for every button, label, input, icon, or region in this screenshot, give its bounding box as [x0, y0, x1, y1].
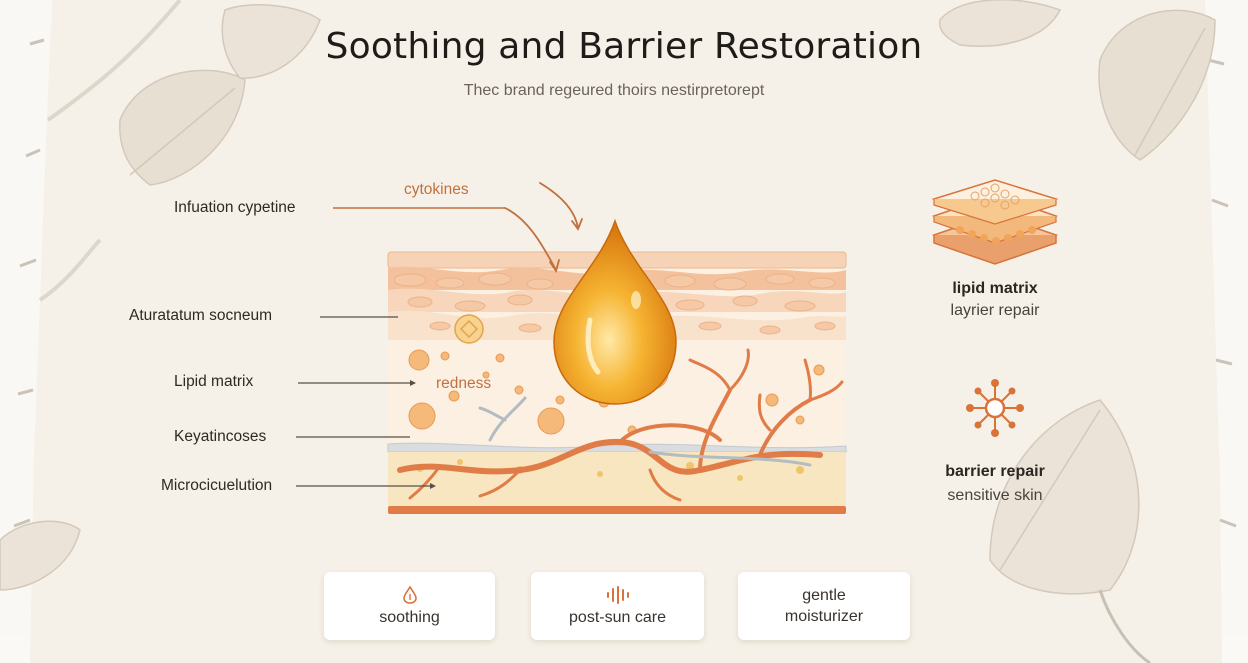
bottom-edge — [388, 506, 846, 514]
lipid-matrix-subtitle: layrier repair — [950, 302, 1040, 319]
leaf-top-right-2 — [938, 0, 1062, 47]
label-keyatincoses: Keyatincoses — [174, 428, 267, 445]
leaf-top-right — [1098, 9, 1216, 161]
card-soothing-label: soothing — [379, 609, 440, 626]
highlighted-cell — [454, 314, 484, 344]
corneocyte-cells — [393, 272, 836, 335]
leaf-top-left — [119, 69, 246, 186]
card-gentle-moisturizer: gentle moisturizer — [738, 572, 910, 640]
label-connectors — [296, 207, 505, 487]
label-redness: redness — [436, 375, 492, 392]
card-post-sun-care: post-sun care — [531, 572, 704, 640]
label-microcicuelution: Microcicuelution — [161, 477, 273, 494]
label-infuation-cypetine: Infuation cypetine — [174, 199, 296, 216]
leaf-top-left-2 — [221, 4, 321, 79]
birch-trunk-right — [1205, 0, 1248, 663]
barrier-repair-subtitle: sensitive skin — [947, 487, 1043, 504]
label-aturatatum-socneum: Aturatatum socneum — [129, 307, 273, 324]
leaf-bottom-left — [0, 520, 81, 591]
page-title: Soothing and Barrier Restoration — [325, 26, 923, 67]
birch-trunk-left — [0, 0, 182, 663]
basal-band — [387, 442, 847, 453]
card-soothing: soothing — [324, 572, 495, 640]
leaf-bottom-right — [989, 399, 1151, 663]
capillaries — [397, 348, 844, 502]
page-subtitle: Thec brand regeured thoirs nestirpretore… — [463, 82, 765, 99]
card-gentle-line1: gentle — [802, 587, 846, 604]
card-gentle-line2: moisturizer — [784, 608, 864, 625]
drop-outline-icon — [402, 585, 417, 605]
serum-drop — [553, 218, 677, 405]
label-lipid-matrix: Lipid matrix — [174, 373, 254, 390]
label-cytokines: cytokines — [404, 181, 469, 198]
nerve-fibers — [478, 396, 812, 467]
barrier-repair-title: barrier repair — [945, 463, 1045, 480]
lipid-matrix-title: lipid matrix — [952, 280, 1038, 297]
sound-wave-icon — [605, 585, 631, 605]
connector-arrowheads — [410, 380, 436, 489]
cytokine-arrows — [504, 182, 583, 274]
card-post-sun-care-label: post-sun care — [569, 609, 666, 626]
